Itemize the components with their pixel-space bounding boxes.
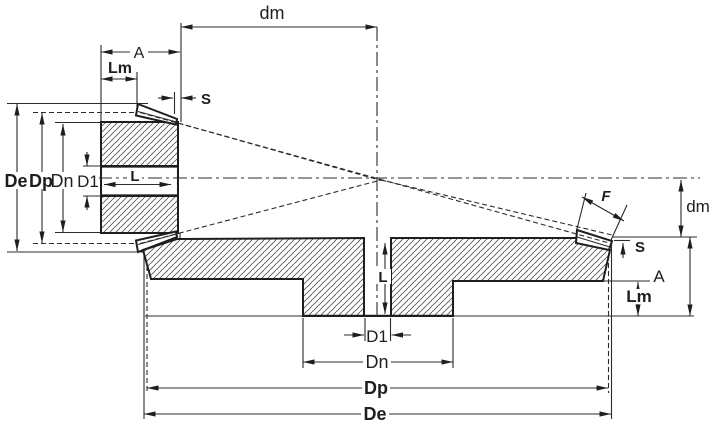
f-extension-line-2	[610, 204, 628, 241]
label-de-bottom: De	[363, 404, 386, 424]
label-dp-bottom: Dp	[364, 378, 388, 398]
label-dm-right: dm	[686, 197, 710, 216]
centerlines	[98, 27, 700, 318]
label-lm-top: Lm	[108, 60, 132, 77]
label-s-top: S	[201, 91, 211, 108]
label-l-gear: L	[378, 269, 387, 286]
gear-body-left	[141, 236, 365, 317]
pitch-cone-line-lower-right	[380, 179, 613, 236]
gear-right-tooth-pitch-edge	[576, 236, 611, 248]
label-de-left: De	[4, 171, 27, 191]
label-a-top: A	[134, 45, 145, 62]
label-a-right: A	[653, 267, 665, 286]
label-dn-left: Dn	[50, 171, 73, 191]
label-backgrounds	[4, 44, 652, 422]
label-lm-right: Lm	[626, 287, 652, 306]
label-d1-left: D1	[77, 172, 99, 191]
label-l-pinion: L	[130, 168, 139, 185]
pitch-cone-line-upper	[177, 122, 382, 182]
dim-f	[581, 196, 625, 222]
labels: dm A Lm S De Dp Dn D1 L L D1 Dn Dp De F …	[4, 3, 709, 424]
label-s-right: S	[635, 239, 645, 256]
label-d1-bottom: D1	[366, 327, 388, 346]
label-f-right: F	[601, 188, 611, 205]
label-dn-bottom: Dn	[365, 352, 388, 372]
gear-body-right	[390, 237, 612, 317]
label-dp-left: Dp	[29, 171, 53, 191]
label-dm-top: dm	[259, 3, 284, 23]
gear	[141, 228, 614, 317]
pitch-cone-line-lower-left	[139, 179, 382, 245]
